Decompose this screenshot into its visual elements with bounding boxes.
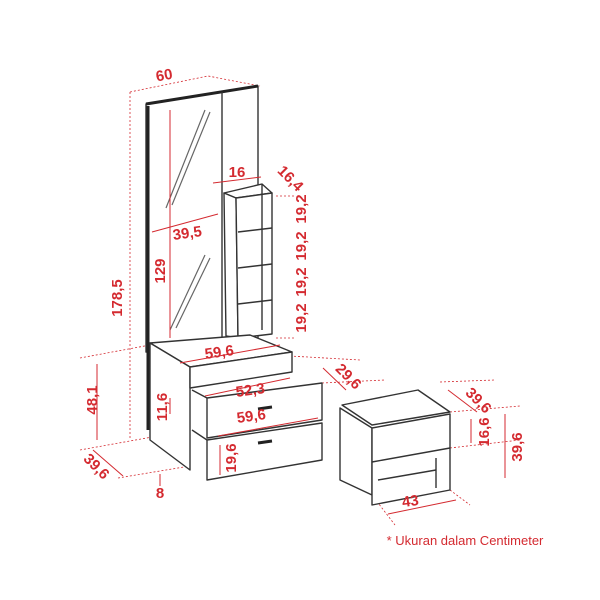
- shelf-tower: [223, 183, 273, 339]
- label-desk-height: 48,1: [84, 385, 101, 414]
- label-cabinet-width: 60: [155, 66, 174, 86]
- label-total-height: 178,5: [109, 279, 126, 317]
- label-stool-width: 43: [401, 492, 420, 511]
- label-base-depth: 39,6: [80, 450, 113, 483]
- label-stool-drawer-height: 16,6: [476, 417, 493, 446]
- dimension-arrows: [92, 110, 506, 515]
- bottom-drawer: [206, 422, 323, 481]
- label-stool-depth: 39,6: [462, 384, 495, 417]
- label-drawer-gap-height: 11,6: [154, 393, 171, 421]
- label-shelf-height-2: 19,2: [293, 231, 310, 260]
- label-desk-top-width: 59,6: [204, 342, 235, 363]
- label-drawer-inner-width: 52,3: [235, 380, 266, 401]
- label-shelf-height-3: 19,2: [293, 267, 310, 296]
- label-shelf-width: 16: [229, 164, 246, 181]
- extension-lines: [79, 75, 521, 526]
- label-mirror-height: 129: [152, 258, 169, 283]
- stool: [339, 389, 451, 506]
- label-mirror-width: 39,5: [172, 223, 203, 244]
- label-desk-depth: 29,6: [332, 360, 365, 393]
- label-foot-height: 8: [156, 485, 164, 502]
- top-drawer: [206, 382, 323, 439]
- label-drawer-front-width: 59,6: [236, 406, 267, 427]
- label-drawer-height: 19,6: [223, 443, 240, 472]
- label-shelf-height-4: 19,2: [293, 303, 310, 332]
- label-stool-height: 39,6: [509, 432, 526, 461]
- desk: [149, 334, 323, 481]
- label-shelf-height-1: 19,2: [293, 194, 310, 223]
- label-shelf-depth: 16,4: [274, 162, 307, 195]
- unit-note: * Ukuran dalam Centimeter: [387, 533, 544, 548]
